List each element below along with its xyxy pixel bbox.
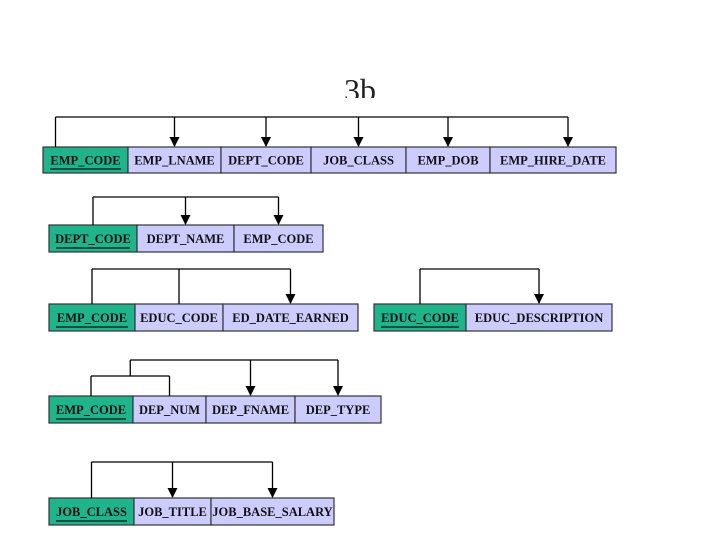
cell-label: DEPT_CODE <box>228 154 304 168</box>
dependency-arrows <box>90 461 278 498</box>
cell-label: DEP_TYPE <box>306 403 371 417</box>
cell-label: DEPT_NAME <box>147 232 225 246</box>
cell-label: EDUC_CODE <box>140 311 218 325</box>
attribute-cell-emp-code <box>233 224 324 253</box>
attribute-cell-job-class <box>310 146 407 174</box>
cell-label: EMP_DOB <box>417 154 478 168</box>
cell-label: EDUC_CODE <box>381 311 459 325</box>
table-educ-code: EDUC_CODE EDUC_DESCRIPTION <box>373 268 613 332</box>
cell-label: DEP_NUM <box>139 403 200 417</box>
slide-title: 3b <box>344 72 376 98</box>
cell-label: DEPT_CODE <box>55 232 131 246</box>
cell-label: EMP_CODE <box>50 154 120 168</box>
attribute-cell-dep-fname <box>205 395 296 424</box>
attribute-cell-dep-type <box>294 395 382 424</box>
attribute-cell-job-title <box>133 497 212 526</box>
cell-label: JOB_TITLE <box>138 505 207 519</box>
dependency-arrows <box>54 116 573 147</box>
attribute-cell-emp-hire-date <box>489 146 617 174</box>
table-dependent: EMP_CODE DEP_NUM DEP_FNAME DEP_TYPE <box>48 359 382 424</box>
cell-label: EMP_HIRE_DATE <box>500 154 606 168</box>
table-employee: EMP_CODE EMP_LNAME DEPT_CODE JOB_CLASS EMP_D… <box>42 116 617 174</box>
attribute-cell-emp-lname <box>127 146 222 174</box>
dependency-arrows <box>419 268 544 304</box>
dependency-arrows <box>91 268 296 304</box>
cell-label: DEP_FNAME <box>212 403 289 417</box>
cell-label: JOB_CLASS <box>323 154 394 168</box>
attribute-cell-dept-code <box>220 146 312 174</box>
cell-label: ED_DATE_EARNED <box>232 311 348 325</box>
cell-label: EMP_LNAME <box>134 154 215 168</box>
table-department: DEPT_CODE DEPT_NAME EMP_CODE <box>48 196 324 253</box>
cell-label: EMP_CODE <box>243 232 313 246</box>
cell-label: JOB_CLASS <box>56 505 127 519</box>
cell-label: EMP_CODE <box>57 311 127 325</box>
cell-label: JOB_BASE_SALARY <box>212 505 332 519</box>
cell-label: EDUC_DESCRIPTION <box>475 311 604 325</box>
attribute-cell-job-base-salary <box>210 497 335 526</box>
attribute-cell-educ-description <box>465 303 613 332</box>
table-job: JOB_CLASS JOB_TITLE JOB_BASE_SALARY <box>48 461 335 526</box>
attribute-cell-ed-date-earned <box>222 303 359 332</box>
cell-label: EMP_CODE <box>56 403 126 417</box>
dependency-arrows <box>90 359 343 396</box>
table-education: EMP_CODE EDUC_CODE ED_DATE_EARNED <box>48 268 359 332</box>
dependency-arrows <box>92 196 284 225</box>
